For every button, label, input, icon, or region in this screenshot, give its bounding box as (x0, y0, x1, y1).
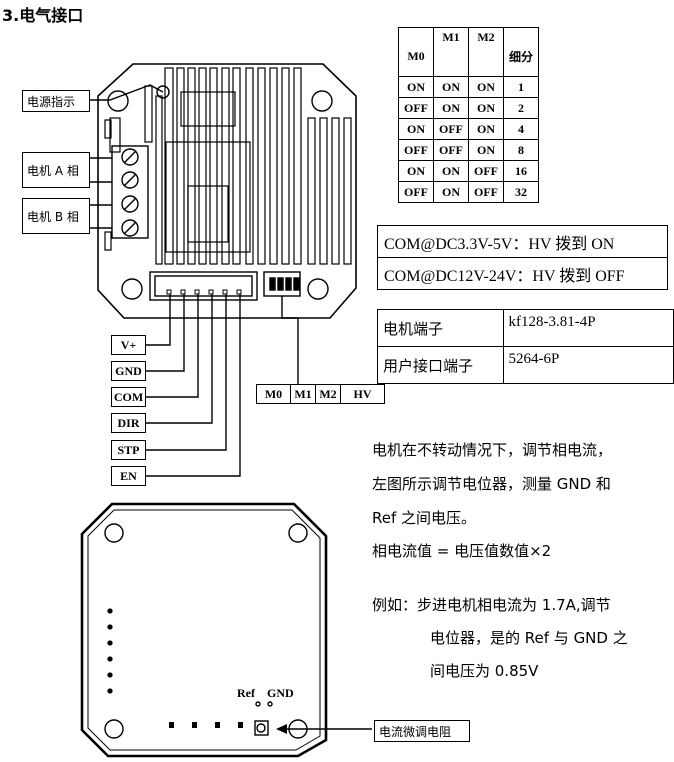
table-cell: 16 (503, 160, 539, 182)
microstep-table-header: M0 M1 M2 细分 (398, 27, 539, 77)
user-terminal-label: 用户接口端子 (377, 346, 504, 384)
formula-line: 相电流值 = 电压值数值×2 (372, 542, 552, 560)
table-cell: OFF (433, 139, 469, 161)
table-row: ON ON OFF 16 (398, 160, 539, 182)
table-cell: ON (398, 160, 434, 182)
table-cell: OFF (398, 181, 434, 203)
instruction-line-2: 左图所示调节电位器，测量 GND 和 (372, 475, 611, 493)
table-row: 用户接口端子 5264-6P (377, 346, 674, 384)
pin-en: EN (111, 466, 146, 486)
motor-b-phase-label: 电机 B 相 (22, 198, 90, 234)
table-cell: ON (468, 118, 504, 140)
table-row: 电机端子 kf128-3.81-4P (377, 309, 674, 347)
example-line-1: 例如：步进电机相电流为 1.7A,调节 (372, 596, 611, 614)
pin-dir: DIR (111, 413, 146, 433)
connector-table: 电机端子 kf128-3.81-4P 用户接口端子 5264-6P (377, 309, 674, 384)
header-m0: M0 (398, 27, 434, 77)
table-cell: 32 (503, 181, 539, 203)
example-line-2: 电位器，是的 Ref 与 GND 之 (430, 629, 628, 647)
table-cell: ON (433, 181, 469, 203)
table-row: OFF ON ON 2 (398, 97, 539, 119)
header-m2: M2 (468, 27, 504, 77)
gnd-testpoint-label: GND (267, 686, 294, 700)
motor-terminal-value: kf128-3.81-4P (502, 309, 674, 347)
table-cell: 4 (503, 118, 539, 140)
table-cell: 8 (503, 139, 539, 161)
com-low-voltage-row: COM@DC3.3V-5V：HV 拨到 ON (377, 225, 668, 258)
user-terminal-value: 5264-6P (502, 346, 674, 384)
table-cell: ON (433, 160, 469, 182)
table-cell: ON (468, 97, 504, 119)
table-cell: 1 (503, 76, 539, 98)
switch-m0-label: M0 (256, 384, 291, 404)
com-high-voltage-row: COM@DC12V-24V：HV 拨到 OFF (377, 257, 668, 290)
table-row: ON OFF ON 4 (398, 118, 539, 140)
table-cell: OFF (398, 97, 434, 119)
pin-v-plus: V+ (111, 335, 146, 355)
switch-hv-label: HV (340, 384, 385, 404)
motor-terminal-label: 电机端子 (377, 309, 504, 347)
table-cell: ON (433, 76, 469, 98)
table-cell: ON (398, 118, 434, 140)
table-cell: OFF (468, 160, 504, 182)
current-trim-pot-label: 电流微调电阻 (374, 720, 470, 742)
pin-com: COM (111, 387, 146, 407)
table-row: ON ON ON 1 (398, 76, 539, 98)
table-cell: ON (398, 76, 434, 98)
header-m1: M1 (433, 27, 469, 77)
table-cell: ON (468, 139, 504, 161)
table-row: OFF OFF ON 8 (398, 139, 539, 161)
microstep-table: M0 M1 M2 细分 ON ON ON 1 OFF ON ON 2 ON OF… (398, 27, 539, 203)
power-indicator-label: 电源指示 (22, 90, 90, 112)
switch-m2-label: M2 (315, 384, 341, 404)
table-cell: OFF (468, 181, 504, 203)
com-voltage-table: COM@DC3.3V-5V：HV 拨到 ON COM@DC12V-24V：HV … (377, 225, 668, 290)
switch-m1-label: M1 (290, 384, 316, 404)
instruction-line-3: Ref 之间电压。 (372, 509, 477, 527)
pin-stp: STP (111, 440, 146, 460)
instruction-line-1: 电机在不转动情况下，调节相电流， (372, 441, 613, 459)
section-title: 3.电气接口 (2, 6, 84, 25)
table-row: COM@DC3.3V-5V：HV 拨到 ON (377, 225, 668, 258)
example-line-3: 间电压为 0.85V (430, 662, 539, 680)
ref-testpoint-label: Ref (237, 686, 255, 700)
table-cell: ON (468, 76, 504, 98)
table-cell: 2 (503, 97, 539, 119)
table-row: COM@DC12V-24V：HV 拨到 OFF (377, 257, 668, 290)
motor-a-phase-label: 电机 A 相 (22, 152, 90, 188)
table-cell: OFF (433, 118, 469, 140)
table-cell: ON (433, 97, 469, 119)
header-microstep: 细分 (503, 27, 539, 77)
pin-gnd: GND (111, 361, 146, 381)
table-row: OFF ON OFF 32 (398, 181, 539, 203)
table-cell: OFF (398, 139, 434, 161)
